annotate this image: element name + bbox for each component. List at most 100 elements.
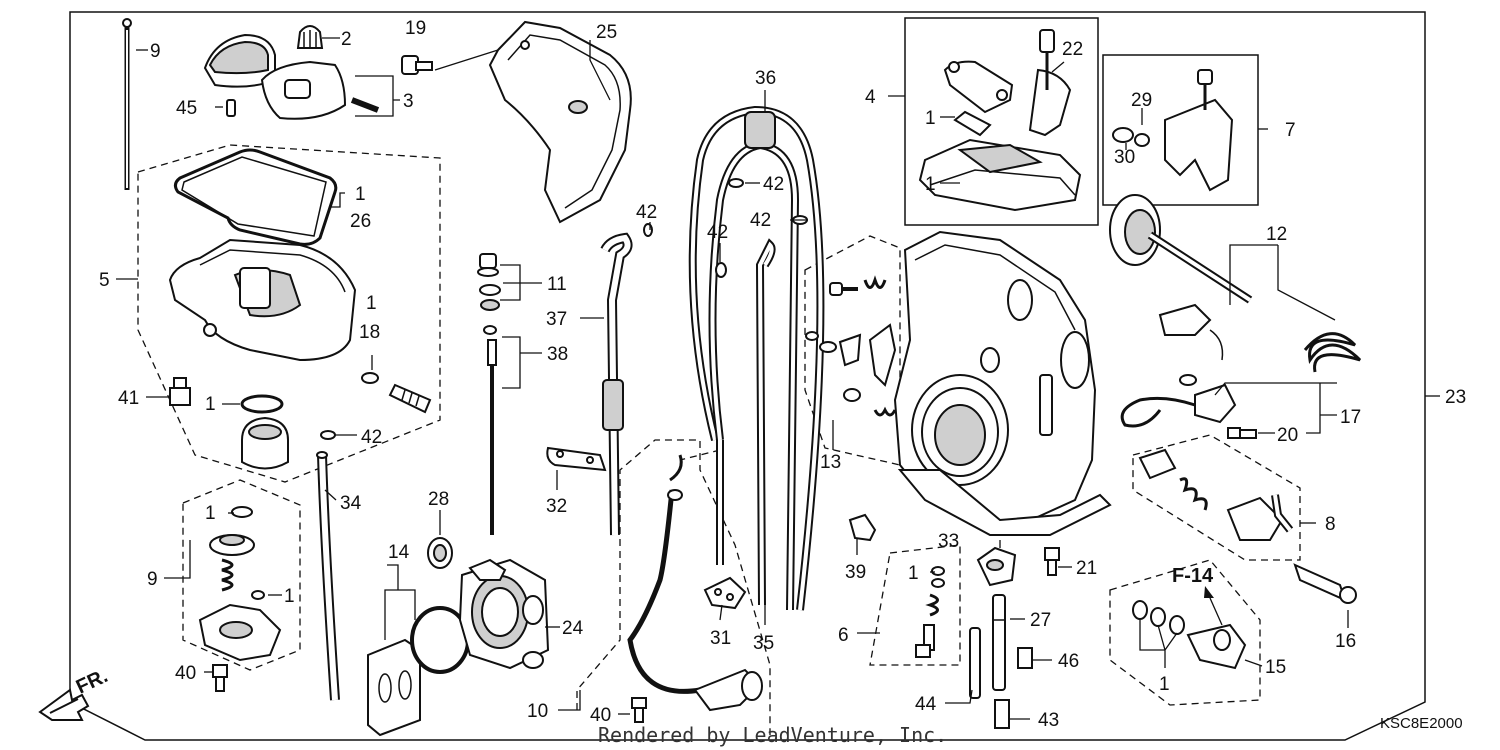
callout-3: 3: [403, 91, 414, 112]
callout-35: 35: [753, 633, 774, 654]
callout-2: 2: [341, 29, 352, 50]
part-6-screw-set: [915, 566, 945, 658]
callout-40: 40: [175, 663, 196, 684]
callout-17: 17: [1340, 407, 1361, 428]
part-carburetor-body: [893, 230, 1112, 536]
part-44-jet: [969, 627, 981, 699]
part-38-needle: [487, 339, 497, 535]
part-22-lever: [1028, 29, 1072, 137]
part-8-hot-start: [1138, 448, 1294, 541]
callout-9: 9: [147, 569, 158, 590]
callout-32: 32: [546, 496, 567, 517]
part-drain-plug: [241, 416, 289, 470]
callout-14: 14: [388, 542, 410, 563]
callout-1: 1: [1159, 674, 1170, 695]
callout-19: 19: [405, 18, 426, 39]
callout-38: 38: [547, 344, 568, 365]
part-41-screw: [169, 377, 191, 406]
callout-46: 46: [1058, 651, 1079, 672]
part-17-sensor: [1120, 374, 1237, 428]
callout-6: 6: [838, 625, 849, 646]
callout-42: 42: [763, 174, 784, 195]
callout-27: 27: [1030, 610, 1051, 631]
callout-21: 21: [1076, 558, 1097, 579]
callout-10: 10: [527, 701, 548, 722]
callout-1: 1: [284, 586, 295, 607]
callout-30: 30: [1114, 147, 1135, 168]
part-10-throttle-cable: [627, 454, 763, 712]
watermark-text: Rendered by LeadVenture, Inc.: [598, 723, 947, 747]
callout-1: 1: [925, 108, 936, 129]
diagram-code: KSC8E2000: [1380, 715, 1463, 732]
callout-1: 1: [908, 563, 919, 584]
callout-41: 41: [118, 388, 139, 409]
callout-13: 13: [820, 452, 841, 473]
part-21-screw: [1044, 547, 1060, 576]
front-direction-arrow: [38, 688, 90, 721]
callout-42: 42: [750, 210, 771, 231]
f14-reference: F-14: [1172, 565, 1214, 587]
part-34-tube: [316, 451, 340, 701]
callout-34: 34: [340, 493, 362, 514]
callout-15: 15: [1265, 657, 1286, 678]
callout-42: 42: [707, 222, 728, 243]
part-26-gasket: [173, 148, 338, 246]
part-3-top-cover: [203, 33, 380, 120]
callout-39: 39: [845, 562, 866, 583]
part-18-float-valve: [361, 372, 432, 414]
callout-20: 20: [1277, 425, 1298, 446]
part-connector: [1158, 303, 1224, 361]
part-20-screw: [1227, 427, 1257, 439]
part-9-jet-needle: [122, 18, 132, 190]
part-40-screw-a: [212, 664, 228, 692]
callout-40: 40: [590, 705, 611, 726]
part-13-link-set: [805, 275, 897, 417]
part-19-bolt: [401, 55, 433, 75]
callout-1: 1: [925, 174, 936, 195]
callout-26: 26: [350, 211, 371, 232]
callout-8: 8: [1325, 514, 1336, 535]
callout-4: 4: [865, 87, 876, 108]
part-24-insulator: [458, 558, 550, 670]
part-39-jet: [848, 513, 877, 542]
part-11-spring-set: [477, 253, 501, 335]
part-40-screw-b: [631, 697, 647, 723]
callout-42: 42: [636, 202, 657, 223]
part-31-bracket: [703, 576, 747, 610]
part-9-accel-pump: [198, 506, 282, 662]
part-36-breather-tubes: [688, 105, 825, 611]
callout-24: 24: [562, 618, 584, 639]
part-32-plate: [546, 446, 607, 472]
callout-23: 23: [1445, 387, 1466, 408]
callout-12: 12: [1266, 224, 1287, 245]
callout-1: 1: [205, 394, 216, 415]
part-33-cap: [976, 546, 1017, 587]
part-7-bracket: [1112, 69, 1234, 192]
callout-7: 7: [1285, 120, 1296, 141]
callout-1: 1: [205, 503, 216, 524]
part-15-fitting: [1132, 600, 1247, 670]
part-43-jet: [994, 699, 1010, 729]
callout-44: 44: [915, 694, 937, 715]
callout-5: 5: [99, 270, 110, 291]
group-outlines: [137, 17, 1301, 735]
callout-16: 16: [1335, 631, 1356, 652]
callout-18: 18: [359, 322, 380, 343]
callout-31: 31: [710, 628, 731, 649]
callout-9: 9: [150, 41, 161, 62]
callout-labels: 9 2 19 25 3 45 1 26 5 1 18 41 1 42 34 1 …: [73, 18, 1466, 732]
part-46-jet: [1017, 647, 1033, 669]
callout-11: 11: [547, 274, 567, 295]
f14-reference-arrow: [1204, 586, 1223, 626]
callout-22: 22: [1062, 39, 1083, 60]
leader-lines: [116, 37, 1440, 720]
callout-1: 1: [355, 184, 366, 205]
part-28-seal: [427, 537, 453, 569]
part-2-fitting: [296, 25, 324, 49]
part-1-oring-drain: [240, 394, 284, 414]
callout-36: 36: [755, 68, 776, 89]
part-27-jet: [992, 594, 1006, 691]
callout-37: 37: [546, 309, 567, 330]
callout-42: 42: [361, 427, 382, 448]
